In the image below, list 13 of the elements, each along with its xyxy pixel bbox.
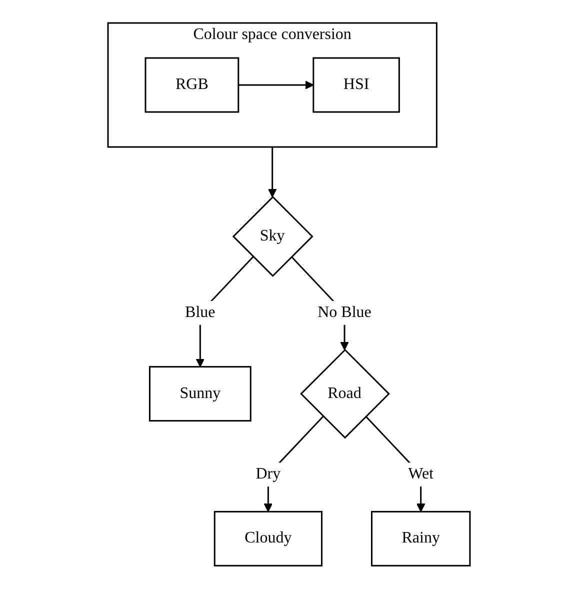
edge-label: Blue: [184, 304, 215, 322]
node-box: HSI: [312, 57, 400, 113]
node-diamond: Road: [300, 349, 390, 439]
node-box: Cloudy: [213, 511, 322, 567]
arrow: [267, 147, 276, 198]
node-diamond: Sky: [232, 196, 313, 278]
edge-label: No Blue: [317, 304, 371, 322]
node-box: Sunny: [148, 366, 251, 422]
edge-label: Dry: [255, 466, 280, 483]
node-box: Rainy: [370, 511, 470, 567]
arrow: [238, 80, 314, 90]
edge-label: Wet: [408, 466, 434, 483]
node-box: RGB: [144, 57, 239, 113]
